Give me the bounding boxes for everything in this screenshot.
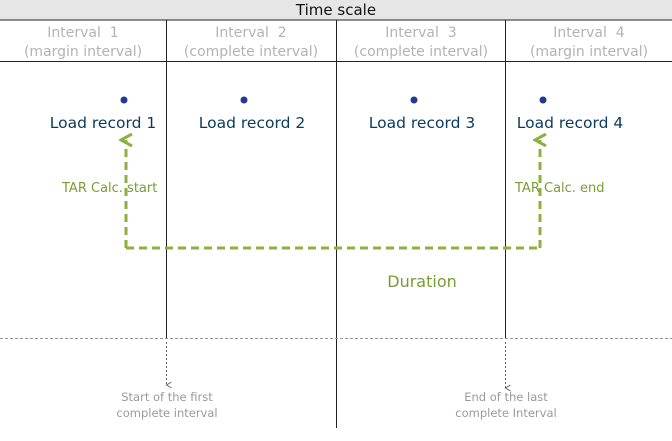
tar-calc-end-label: TAR Calc. end — [514, 181, 605, 196]
duration-label: Duration — [387, 272, 457, 291]
load-record-2-label: Load record 2 — [199, 114, 305, 132]
first-interval-footnote-line1: Start of the first — [121, 390, 213, 404]
load-record-3-label: Load record 3 — [369, 114, 475, 132]
interval-2-kind: (complete interval) — [184, 44, 318, 60]
load-record-3-dot — [410, 96, 418, 104]
interval-4-kind: (margin interval) — [530, 44, 648, 60]
last-interval-footnote-line2: complete Interval — [455, 406, 556, 420]
interval-1-name: Interval 1 — [47, 25, 118, 41]
header-bar — [0, 0, 672, 20]
tar-calc-start-label: TAR Calc. start — [61, 181, 157, 196]
interval-2-name: Interval 2 — [215, 25, 286, 41]
load-record-1-dot — [120, 96, 128, 104]
first-interval-footnote-line2: complete interval — [116, 406, 217, 420]
load-record-2-dot — [240, 96, 248, 104]
last-interval-footnote-line1: End of the last — [464, 390, 548, 404]
header-title: Time scale — [295, 1, 376, 19]
load-record-4-label: Load record 4 — [517, 114, 623, 132]
load-record-1-label: Load record 1 — [50, 114, 156, 132]
interval-3-name: Interval 3 — [385, 25, 456, 41]
load-record-4-dot — [539, 96, 547, 104]
interval-4-name: Interval 4 — [553, 25, 625, 41]
interval-1-kind: (margin interval) — [24, 44, 142, 60]
interval-3-kind: (complete interval) — [354, 44, 488, 60]
